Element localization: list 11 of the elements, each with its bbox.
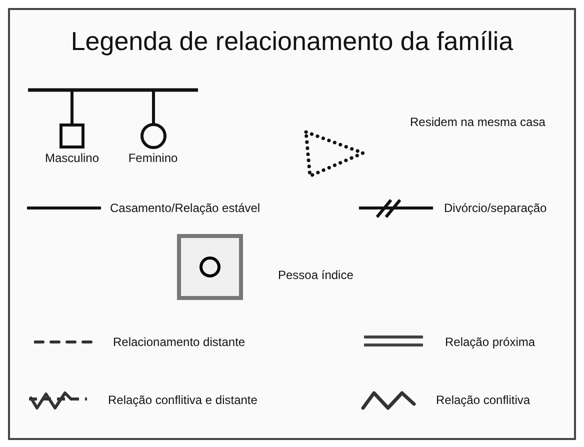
- legend-label: Casamento/Relação estável: [110, 200, 260, 216]
- legend-label: Residem na mesma casa: [410, 114, 546, 130]
- legend-label: Feminino: [128, 150, 178, 166]
- legend-label: Relação conflitiva e distante: [108, 392, 258, 408]
- legend-label: Masculino: [44, 150, 100, 166]
- legend-label: Relação próxima: [445, 334, 536, 350]
- legend-label: Relacionamento distante: [113, 334, 246, 350]
- title: Legenda de relacionamento da família: [70, 26, 514, 56]
- legend-label: Pessoa índice: [278, 267, 354, 283]
- legend-label: Relação conflitiva: [436, 392, 530, 408]
- legend-label: Divórcio/separação: [444, 200, 547, 216]
